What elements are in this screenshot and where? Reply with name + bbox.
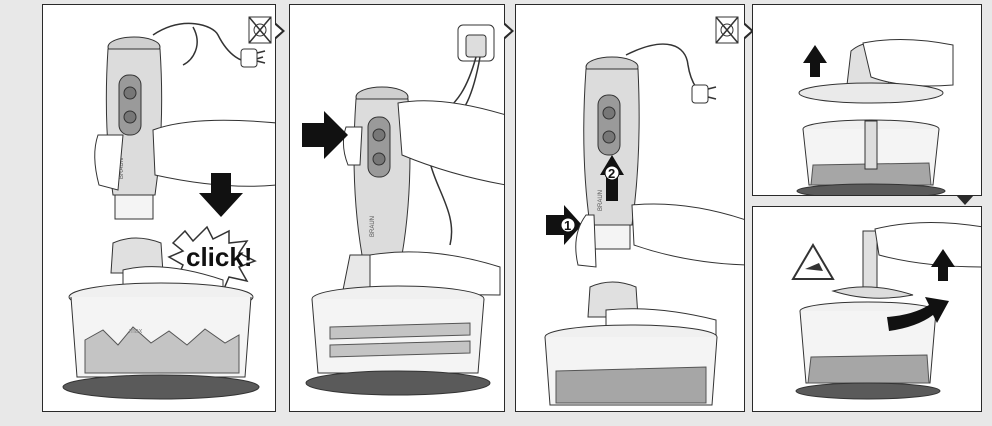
chopper-bowl [544, 324, 718, 406]
no-plug-icon [248, 16, 272, 44]
hand [94, 134, 124, 191]
step-2-panel: BRAUN [289, 4, 505, 412]
step-3-illustration: BRAUN 2 1 1 [544, 16, 744, 406]
step-4-panel [752, 4, 982, 196]
sharp-blade-warning-icon [791, 243, 835, 280]
chopper-bowl [305, 285, 491, 396]
brand-label: BRAUN [119, 158, 125, 179]
rotate-arrow [887, 297, 949, 331]
hand-blender-motor: BRAUN [105, 36, 163, 220]
step-connector [503, 22, 514, 40]
step-marker-1-left [560, 217, 576, 233]
step-1-illustration: BRAUN click! max [62, 16, 275, 400]
chopper-bowl: max [62, 282, 260, 400]
step-1-panel: BRAUN click! max [42, 4, 276, 412]
plug-socket-icon [457, 24, 495, 62]
brand-label: BRAUN [598, 190, 604, 211]
step-3-panel: BRAUN 2 1 1 [515, 4, 745, 412]
down-arrow [199, 173, 243, 217]
hand-blender-motor: BRAUN [583, 56, 640, 250]
hand [397, 100, 504, 186]
chopper-bowl [795, 301, 941, 400]
right-arrow [302, 111, 348, 159]
chopper-blade [831, 286, 914, 299]
hand [862, 38, 954, 87]
plug-icon [240, 48, 266, 68]
chopper-bowl [796, 119, 946, 195]
hand [874, 221, 981, 268]
svg-text:2: 2 [608, 166, 615, 181]
step-connector [274, 22, 285, 40]
step-connector [743, 22, 754, 40]
lift-arrow [803, 45, 827, 77]
hand [631, 203, 744, 266]
step-5-panel [752, 206, 982, 412]
step-connector-down [956, 195, 974, 205]
max-label: max [129, 328, 143, 335]
hand-blender-motor: BRAUN [353, 86, 411, 256]
no-plug-icon [715, 16, 739, 44]
click-label: click! [186, 242, 253, 272]
brand-label: BRAUN [370, 216, 376, 237]
svg-text:1: 1 [564, 218, 571, 233]
step-5-illustration [791, 221, 981, 400]
step-2-illustration: BRAUN [302, 24, 504, 396]
lift-arrow [931, 249, 955, 281]
step-marker-2 [604, 165, 620, 181]
step-4-illustration [796, 38, 954, 195]
plug-icon [691, 84, 717, 104]
